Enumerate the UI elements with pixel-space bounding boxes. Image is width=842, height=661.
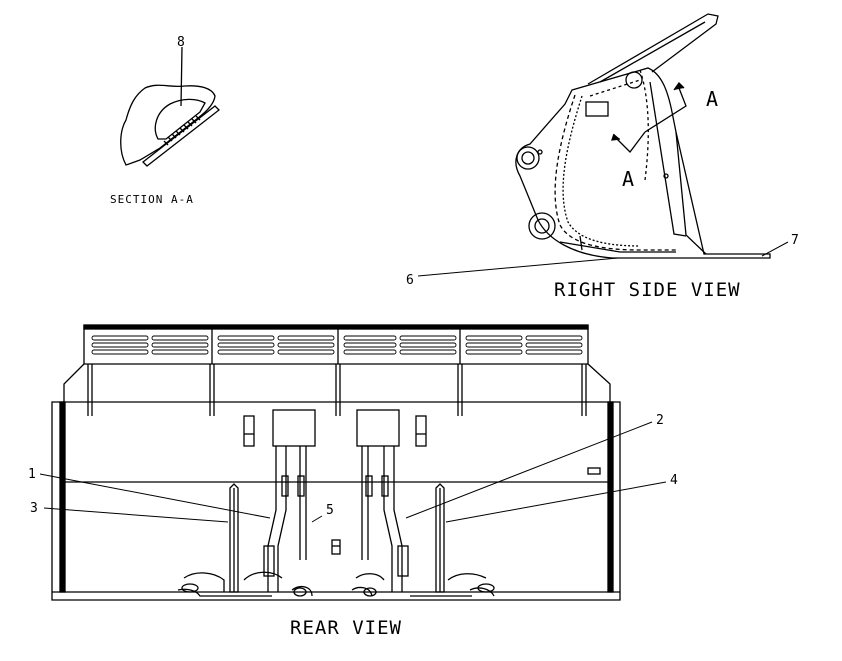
- callout-7: 7: [791, 233, 799, 248]
- section-mark-upper: A: [706, 87, 718, 111]
- rear-view-drawing: [51, 324, 621, 601]
- callout-6: 6: [406, 273, 414, 288]
- section-a-a-drawing: [120, 46, 220, 167]
- callout-8: 8: [177, 35, 185, 50]
- callout-1: 1: [28, 467, 36, 482]
- section-mark-lower: A: [622, 167, 634, 191]
- callout-4: 4: [670, 473, 678, 488]
- callout-5: 5: [326, 503, 334, 518]
- right-side-view-drawing: [515, 13, 771, 259]
- leader-lines: [39, 241, 789, 523]
- callout-2: 2: [656, 413, 664, 428]
- section-a-a-caption: SECTION A-A: [110, 193, 194, 206]
- callout-3: 3: [30, 501, 38, 516]
- right-side-view-caption: RIGHT SIDE VIEW: [554, 279, 741, 301]
- rear-view-caption: REAR VIEW: [290, 617, 402, 639]
